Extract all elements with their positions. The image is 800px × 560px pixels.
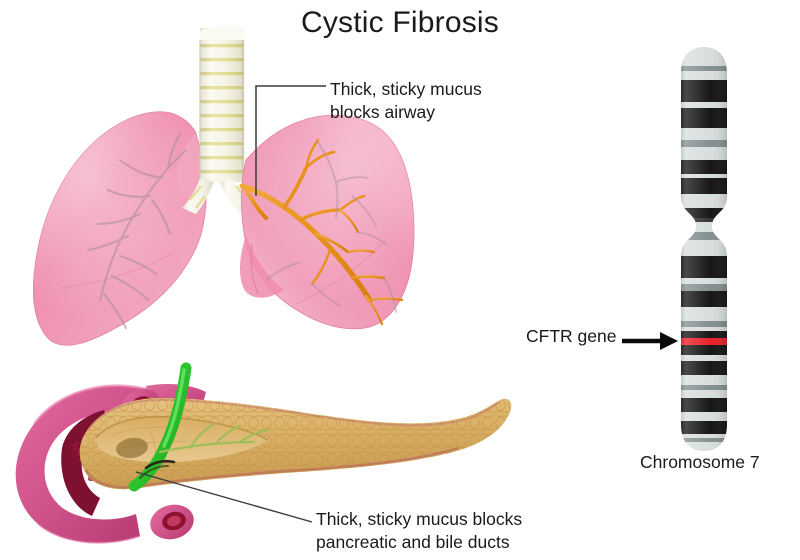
chromosome-label: Chromosome 7 — [640, 452, 760, 472]
pancreatic-duct — [158, 422, 270, 454]
right-lung — [239, 114, 415, 330]
chromosome-bands — [681, 47, 727, 451]
mucus-filled-bronchi — [239, 138, 404, 326]
annotation-ducts: Thick, sticky mucus blocks pancreatic an… — [316, 508, 522, 554]
annotation-airway: Thick, sticky mucus blocks airway — [330, 78, 482, 124]
pancreas — [79, 398, 512, 490]
annotation-airway-line2: blocks airway — [330, 102, 436, 123]
annotation-ducts-line2: pancreatic and bile ducts — [316, 532, 510, 553]
cftr-gene-label: CFTR gene — [526, 326, 617, 346]
cartilage-rings — [200, 44, 244, 174]
duodenum-interior — [61, 410, 110, 516]
ducts-leader-line — [135, 471, 313, 523]
annotation-ducts-line1: Thick, sticky mucus blocks — [316, 509, 523, 529]
right-bronchial-tree — [265, 141, 397, 313]
duodenum-lower-stump — [150, 504, 194, 540]
trachea — [182, 24, 252, 214]
cftr-arrow-icon — [622, 332, 678, 350]
left-bronchial-tree — [86, 132, 188, 330]
annotation-airway-line1: Thick, sticky mucus — [330, 79, 482, 99]
bile-duct — [128, 362, 270, 492]
airway-leader-line — [255, 85, 326, 196]
page-title: Cystic Fibrosis — [300, 6, 499, 39]
mucus-plug — [144, 459, 176, 470]
left-lung — [32, 111, 207, 346]
